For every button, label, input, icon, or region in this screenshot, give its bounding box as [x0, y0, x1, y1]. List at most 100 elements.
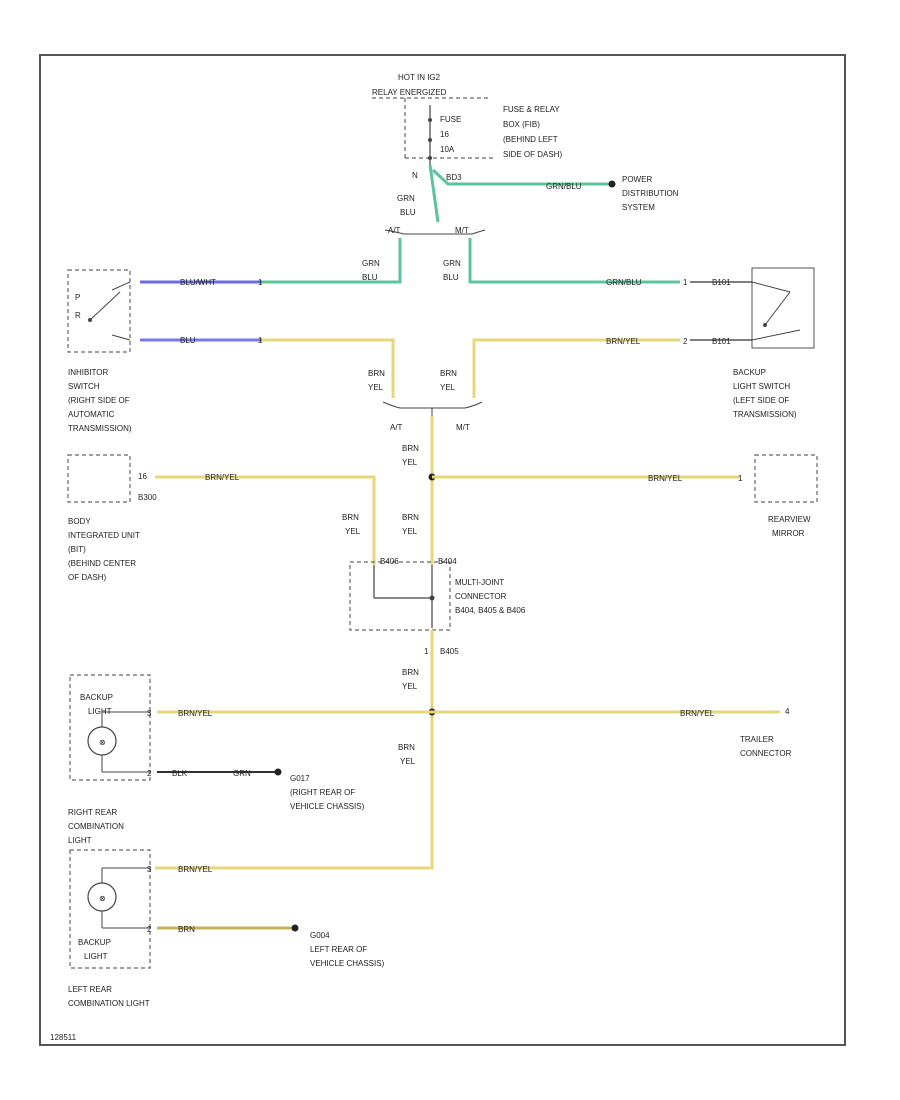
power-distribution-terminal	[608, 180, 616, 188]
ground-g004	[291, 924, 299, 932]
power-dist-line3: SYSTEM	[622, 203, 655, 212]
backup-switch-pin1: 1	[683, 278, 688, 287]
mjc-line3: B404, B405 & B406	[455, 606, 526, 615]
lcl-pin3: 3	[147, 865, 152, 874]
left-rcl-line1: LEFT REAR	[68, 985, 112, 994]
fuse-box-line4: SIDE OF DASH)	[503, 150, 562, 159]
relay-energized-label: RELAY ENERGIZED	[372, 88, 447, 97]
body-integrated-unit	[67, 454, 131, 503]
at-brn-label2: YEL	[368, 383, 384, 392]
mjc-conn-b406: B406	[380, 557, 399, 566]
pin-bd3-label: BD3	[446, 173, 462, 182]
power-wire-label: GRN/BLU	[546, 182, 582, 191]
wire-grn-blu-to-power-distribution	[431, 168, 612, 186]
bcm-connector: B300	[138, 493, 157, 502]
mirror-line1: REARVIEW	[768, 515, 811, 524]
wire-brn-yel-bcm	[155, 475, 376, 565]
backup-switch-wire1: GRN/BLU	[606, 278, 642, 287]
fuse-box-line2: BOX (FIB)	[503, 120, 540, 129]
rcl-gnd-wire2: GRN	[233, 769, 251, 778]
rcl-wire-label: BRN/YEL	[178, 709, 213, 718]
backup-switch-conn2: B101	[712, 337, 731, 346]
backup-switch-line4: TRANSMISSION)	[733, 410, 797, 419]
wire-grn-blu-mt-branch	[468, 238, 680, 284]
inhibitor-line1: INHIBITOR	[68, 368, 109, 377]
fuse-rating: 10A	[440, 145, 455, 154]
at-brn-label1: BRN	[368, 369, 385, 378]
wire-brn-yel-main-lower	[155, 630, 434, 870]
left-backup-line2: LIGHT	[84, 952, 108, 961]
trailer-wire-label: BRN/YEL	[680, 709, 715, 718]
g004-line2: LEFT REAR OF	[310, 945, 367, 954]
lcl-wire-label: BRN/YEL	[178, 865, 213, 874]
wire-brn-yel-at	[262, 338, 395, 398]
inhibitor-pin-p: P	[75, 293, 80, 302]
mirror-pin: 1	[738, 474, 743, 483]
bcm-line1: BODY	[68, 517, 91, 526]
lower-brn-label1: BRN	[402, 668, 419, 677]
trailer-line2: CONNECTOR	[740, 749, 792, 758]
mt-grn-label1: GRN	[443, 259, 461, 268]
right-rcl-line1: RIGHT REAR	[68, 808, 117, 817]
bcm-line5: OF DASH)	[68, 573, 107, 582]
diagram-frame	[39, 54, 846, 1046]
bcm-line2: INTEGRATED UNIT	[68, 531, 140, 540]
bcm-pin: 16	[138, 472, 147, 481]
power-dist-line2: DISTRIBUTION	[622, 189, 679, 198]
svg-text:⊗: ⊗	[99, 738, 106, 747]
main-brn-label1: BRN	[402, 513, 419, 522]
backup-switch-line3: (LEFT SIDE OF	[733, 396, 789, 405]
right-backup-line1: BACKUP	[80, 693, 113, 702]
backup-switch-wire2: BRN/YEL	[606, 337, 641, 346]
at-mt-splice-bottom	[382, 401, 483, 409]
at-label-bottom: A/T	[390, 423, 403, 432]
right-rcl-line3: LIGHT	[68, 836, 92, 845]
inhibitor-line2: SWITCH	[68, 382, 100, 391]
fuse-number: 16	[440, 130, 449, 139]
mt-brn-label1: BRN	[440, 369, 457, 378]
lower2-brn-label2: YEL	[400, 757, 416, 766]
inhibitor-pin2: 1	[258, 336, 263, 345]
g017-line3: VEHICLE CHASSIS)	[290, 802, 365, 811]
bcm-brn-label2: YEL	[345, 527, 361, 536]
fuse-box-line1: FUSE & RELAY	[503, 105, 560, 114]
rcl-pin3: 3	[147, 709, 152, 718]
inhibitor-pin1: 1	[258, 278, 263, 287]
top-wire-color2: BLU	[400, 208, 416, 217]
figure-id: 128511	[50, 1033, 77, 1042]
at-mt-splice-top	[384, 229, 486, 235]
at-grn-label2: BLU	[362, 273, 378, 282]
mt-label-bottom: M/T	[456, 423, 470, 432]
wire-grn-blu-at-branch	[262, 238, 402, 284]
left-backup-line1: BACKUP	[78, 938, 111, 947]
trailer-pin: 4	[785, 707, 790, 716]
backup-switch-line1: BACKUP	[733, 368, 766, 377]
mt-brn-label2: YEL	[440, 383, 456, 392]
backup-light-switch	[751, 267, 815, 349]
right-rear-combination-light: ⊗	[69, 674, 151, 781]
left-rear-combination-light: ⊗	[69, 849, 151, 969]
top-wire-color1: GRN	[397, 194, 415, 203]
inhibitor-line3: (RIGHT SIDE OF	[68, 396, 130, 405]
ground-g017	[274, 768, 282, 776]
multi-joint-connector	[349, 561, 451, 631]
inhibitor-wire2-label: BLU	[180, 336, 196, 345]
backup-switch-pin2: 2	[683, 337, 688, 346]
right-backup-line2: LIGHT	[88, 707, 112, 716]
lcl-pin2: 2	[147, 925, 152, 934]
mjc-line2: CONNECTOR	[455, 592, 507, 601]
rearview-mirror	[754, 454, 818, 503]
fuse-label: FUSE	[440, 115, 461, 124]
bcm-wire-label: BRN/YEL	[205, 473, 240, 482]
g004-line1: G004	[310, 931, 330, 940]
mjc-pin-bottom: 1	[424, 647, 429, 656]
inhibitor-line5: TRANSMISSION)	[68, 424, 132, 433]
mt-label-top: M/T	[455, 226, 469, 235]
bcm-brn-label1: BRN	[342, 513, 359, 522]
inhibitor-switch: P R	[67, 269, 131, 353]
inhibitor-line4: AUTOMATIC	[68, 410, 115, 419]
right-rcl-line2: COMBINATION	[68, 822, 124, 831]
at-label-top: A/T	[388, 226, 401, 235]
backup-switch-line2: LIGHT SWITCH	[733, 382, 790, 391]
